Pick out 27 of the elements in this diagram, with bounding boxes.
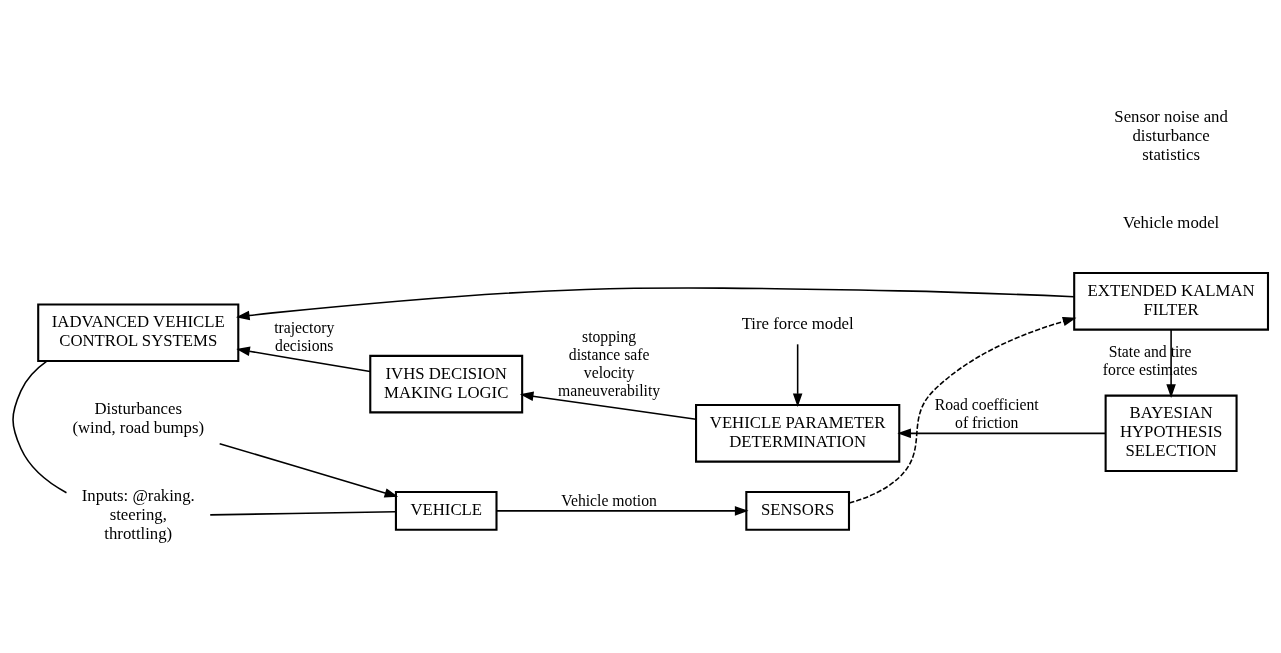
label: Vehicle model [1122, 212, 1220, 232]
arrow [236, 346, 371, 373]
edge-label: Road coefficient of friction [934, 396, 1039, 432]
node-box: BAYESIAN HYPOTHESIS SELECTION [1104, 394, 1238, 473]
arrow [495, 506, 749, 516]
edge-label: stopping distance safe velocity maneuverability [558, 328, 661, 399]
node-box: VEHICLE PARAMETER DETERMINATION [695, 404, 901, 463]
arrow [519, 391, 697, 420]
connector [12, 360, 68, 494]
node-text: Inputs: @raking. steering, throttling) [81, 486, 195, 543]
arrow [218, 442, 399, 498]
node-box: EXTENDED KALMAN FILTER [1073, 272, 1270, 331]
node-box: SENSORS [745, 490, 851, 531]
node-text: Disturbances (wind, road bumps) [72, 399, 205, 438]
node-text: Tire force model [741, 314, 854, 334]
label: Sensor noise and disturbance statistics [1114, 107, 1228, 164]
edge-label: trajectory decisions [274, 318, 335, 354]
connector [209, 510, 397, 516]
arrow [897, 428, 1107, 439]
arrow [848, 316, 1077, 504]
node-box: VEHICLE [394, 490, 498, 531]
arrow [236, 287, 1075, 321]
arrow [792, 343, 803, 408]
node-box: IVHS DECISION MAKING LOGIC [369, 354, 524, 414]
arrow [1166, 329, 1176, 398]
node-box: IADVANCED VEHICLE CONTROL SYSTEMS [37, 303, 240, 363]
edge-label: Vehicle motion [561, 491, 657, 509]
